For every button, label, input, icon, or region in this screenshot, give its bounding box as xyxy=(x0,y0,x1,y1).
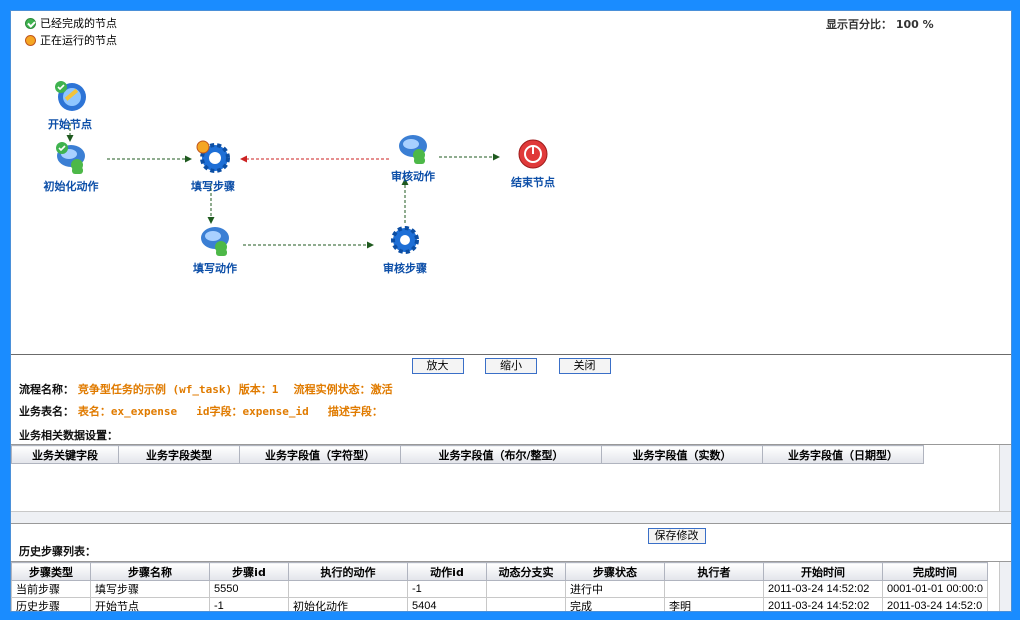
cell: 进行中 xyxy=(565,580,665,598)
history-col-header[interactable]: 步骤类型 xyxy=(11,562,91,581)
table-row[interactable]: 历史步骤 开始节点 -1 初始化动作 5404 完成 李明 2011-03-24… xyxy=(11,597,989,611)
diagram-toolbar: 放大 缩小 关闭 xyxy=(11,358,1011,376)
history-col-header[interactable]: 动作id xyxy=(407,562,487,581)
cell: -1 xyxy=(209,597,289,611)
data-col-header[interactable]: 业务字段值（实数） xyxy=(601,445,763,464)
start-node-icon xyxy=(55,81,86,111)
gear-step-icon xyxy=(391,226,419,254)
gear-step-icon xyxy=(196,140,230,173)
process-state-value: 激活 xyxy=(370,383,393,396)
cell: -1 xyxy=(407,580,487,598)
cell: 2011-03-24 14:52:02 xyxy=(763,597,883,611)
process-info: 流程名称： 竞争型任务的示例 (wf_task) 版本：1 流程实例状态：激活 xyxy=(19,381,393,397)
business-data-table: 业务关键字段 业务字段类型 业务字段值（字符型） 业务字段值（布尔/整型） 业务… xyxy=(11,445,924,464)
action-node-icon xyxy=(56,142,85,174)
data-col-header[interactable]: 业务关键字段 xyxy=(11,445,119,464)
history-col-header[interactable]: 步骤状态 xyxy=(565,562,665,581)
workflow-viewer-window: 已经完成的节点 正在运行的节点 显示百分比： 100 % xyxy=(10,10,1012,612)
history-col-header[interactable]: 步骤id xyxy=(209,562,289,581)
cell: 当前步骤 xyxy=(11,580,91,598)
cell: 初始化动作 xyxy=(288,597,408,611)
history-steps-table: 步骤类型 步骤名称 步骤id 执行的动作 动作id 动态分支实 步骤状态 执行者… xyxy=(11,562,989,611)
process-name-value: 竞争型任务的示例 (wf_task) 版本：1 xyxy=(77,383,279,396)
node-fill-step-label: 填写步骤 xyxy=(191,180,235,193)
history-col-header[interactable]: 完成时间 xyxy=(881,562,989,581)
business-table: 表名：ex_expense xyxy=(77,405,178,418)
cell: 2011-03-24 14:52:0 xyxy=(881,597,989,611)
legend-done-label: 已经完成的节点 xyxy=(40,17,117,30)
vertical-scrollbar[interactable] xyxy=(999,445,1011,523)
cell xyxy=(486,597,566,611)
zoom-percentage: 显示百分比： 100 % xyxy=(826,16,934,32)
node-fill-step[interactable]: 填写步骤 xyxy=(183,139,243,194)
running-gear-icon xyxy=(25,34,36,46)
save-changes-button[interactable]: 保存修改 xyxy=(647,528,706,544)
node-review-step-label: 审核步骤 xyxy=(383,262,427,275)
end-node-icon xyxy=(518,139,548,169)
node-end-label: 结束节点 xyxy=(511,176,555,189)
history-col-header[interactable]: 执行的动作 xyxy=(288,562,408,581)
cell xyxy=(664,580,764,598)
node-review-action[interactable]: 审核动作 xyxy=(383,131,443,184)
zoom-label: 显示百分比： xyxy=(826,18,892,31)
cell: 0001-01-01 00:00:0 xyxy=(881,580,989,598)
zoom-in-button[interactable]: 放大 xyxy=(411,358,464,374)
node-start[interactable]: 开始节点 xyxy=(45,79,95,132)
table-row[interactable]: 当前步骤 填写步骤 5550 -1 进行中 2011-03-24 14:52:0… xyxy=(11,580,989,598)
legend-running-label: 正在运行的节点 xyxy=(40,34,117,47)
zoom-value: 100 % xyxy=(895,18,934,31)
cell: 李明 xyxy=(664,597,764,611)
cell: 开始节点 xyxy=(90,597,210,611)
cell: 完成 xyxy=(565,597,665,611)
node-review-action-label: 审核动作 xyxy=(391,170,435,183)
legend-running: 正在运行的节点 xyxy=(25,32,117,48)
save-bar: 保存修改 xyxy=(11,528,1011,544)
node-review-step[interactable]: 审核步骤 xyxy=(375,223,435,276)
cell: 填写步骤 xyxy=(90,580,210,598)
action-node-icon xyxy=(201,227,229,256)
process-name-label: 流程名称： xyxy=(19,383,74,396)
node-init-action[interactable]: 初始化动作 xyxy=(35,141,107,194)
data-col-header[interactable]: 业务字段类型 xyxy=(118,445,240,464)
cell: 历史步骤 xyxy=(11,597,91,611)
cell xyxy=(288,580,408,598)
workflow-diagram-canvas: 已经完成的节点 正在运行的节点 显示百分比： 100 % xyxy=(11,11,1011,355)
process-state-label: 流程实例状态： xyxy=(293,383,371,396)
legend-done: 已经完成的节点 xyxy=(25,15,117,31)
horizontal-scrollbar[interactable] xyxy=(11,511,1011,523)
cell: 5404 xyxy=(407,597,487,611)
action-node-icon xyxy=(399,135,427,164)
workflow-links xyxy=(66,123,500,249)
history-col-header[interactable]: 开始时间 xyxy=(763,562,883,581)
node-fill-action[interactable]: 填写动作 xyxy=(185,223,245,276)
cell xyxy=(486,580,566,598)
data-col-header[interactable]: 业务字段值（布尔/整型） xyxy=(400,445,602,464)
history-col-header[interactable]: 执行者 xyxy=(664,562,764,581)
business-id-field: id字段：expense_id xyxy=(196,405,309,418)
history-title: 历史步骤列表： xyxy=(19,545,96,558)
business-info: 业务表名： 表名：ex_expense id字段：expense_id 描述字段… xyxy=(19,403,383,419)
zoom-out-button[interactable]: 缩小 xyxy=(485,358,537,374)
data-col-header[interactable]: 业务字段值（字符型） xyxy=(239,445,401,464)
history-col-header[interactable]: 步骤名称 xyxy=(90,562,210,581)
completed-check-icon xyxy=(25,17,36,29)
node-start-label: 开始节点 xyxy=(48,118,92,131)
history-steps-grid[interactable]: 步骤类型 步骤名称 步骤id 执行的动作 动作id 动态分支实 步骤状态 执行者… xyxy=(11,561,1011,611)
business-desc-field: 描述字段： xyxy=(327,405,383,418)
close-button[interactable]: 关闭 xyxy=(558,358,611,374)
node-init-label: 初始化动作 xyxy=(43,180,99,193)
data-col-header[interactable]: 业务字段值（日期型） xyxy=(762,445,924,464)
cell: 2011-03-24 14:52:02 xyxy=(763,580,883,598)
node-fill-action-label: 填写动作 xyxy=(193,262,237,275)
data-settings-title: 业务相关数据设置： xyxy=(19,429,118,442)
vertical-scrollbar[interactable] xyxy=(999,562,1011,611)
node-end[interactable]: 结束节点 xyxy=(503,137,563,190)
business-label: 业务表名： xyxy=(19,405,74,418)
history-col-header[interactable]: 动态分支实 xyxy=(486,562,566,581)
cell: 5550 xyxy=(209,580,289,598)
business-data-grid[interactable]: 业务关键字段 业务字段类型 业务字段值（字符型） 业务字段值（布尔/整型） 业务… xyxy=(11,444,1011,524)
